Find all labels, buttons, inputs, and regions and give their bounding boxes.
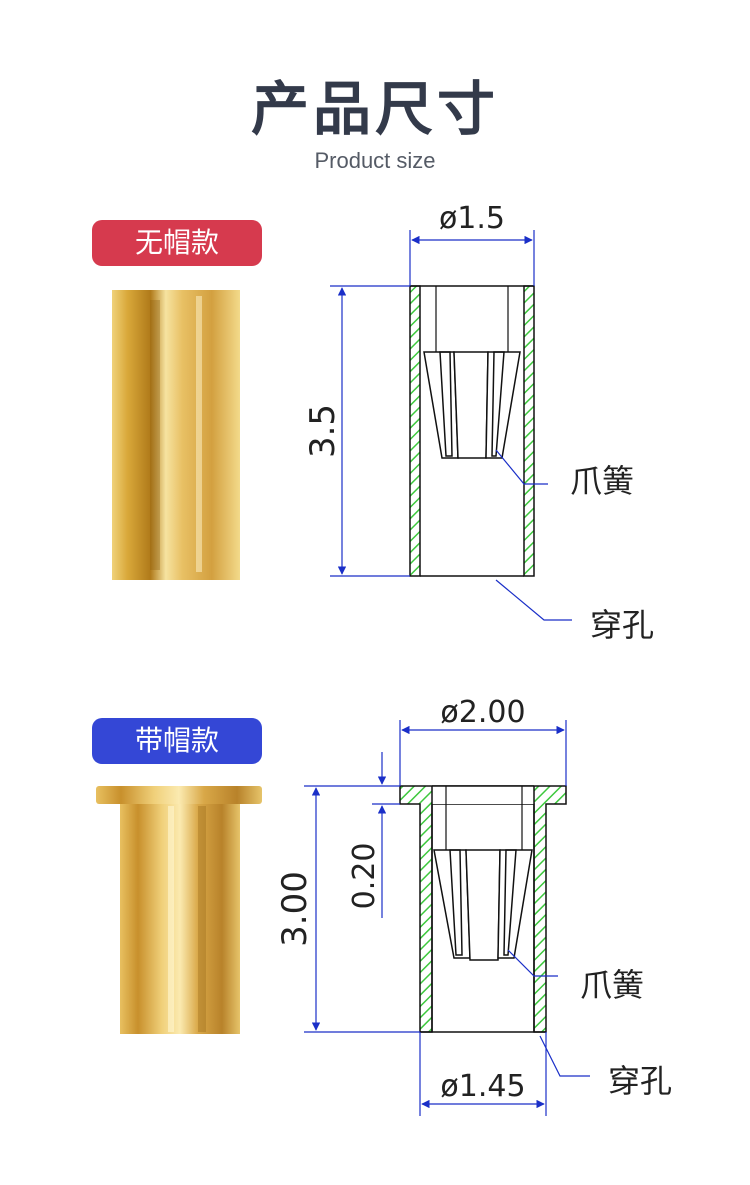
dim-cap-diameter: ø2.00 (440, 695, 525, 730)
dim-height-with-cap: 3.00 (275, 871, 315, 947)
spring-fingers-no-cap (423, 351, 521, 459)
drawing-no-cap: ø1.5 3.5 爪簧 穿孔 (303, 201, 654, 644)
page-title: 产品尺寸 (250, 75, 499, 143)
drawing-with-cap: ø2.00 0.20 3.00 ø1.45 爪簧 穿孔 (275, 695, 672, 1116)
page-subtitle: Product size (314, 148, 436, 173)
callout-spring-no-cap: 爪簧 (570, 462, 634, 500)
badge-no-cap: 无帽款 (92, 220, 262, 266)
callout-spring-with-cap: 爪簧 (580, 966, 644, 1004)
product-photo-no-cap (112, 290, 240, 580)
spring-fingers-with-cap (433, 849, 533, 961)
badge-with-cap: 带帽款 (92, 718, 262, 764)
dim-bottom-diameter: ø1.45 (440, 1069, 525, 1104)
dim-height-no-cap: 3.5 (303, 404, 343, 458)
callout-hole-no-cap: 穿孔 (590, 606, 654, 644)
product-photo-with-cap (96, 786, 262, 1034)
dim-cap-thickness: 0.20 (347, 843, 382, 910)
dim-diameter-no-cap: ø1.5 (439, 201, 505, 236)
callout-hole-with-cap: 穿孔 (608, 1062, 672, 1100)
